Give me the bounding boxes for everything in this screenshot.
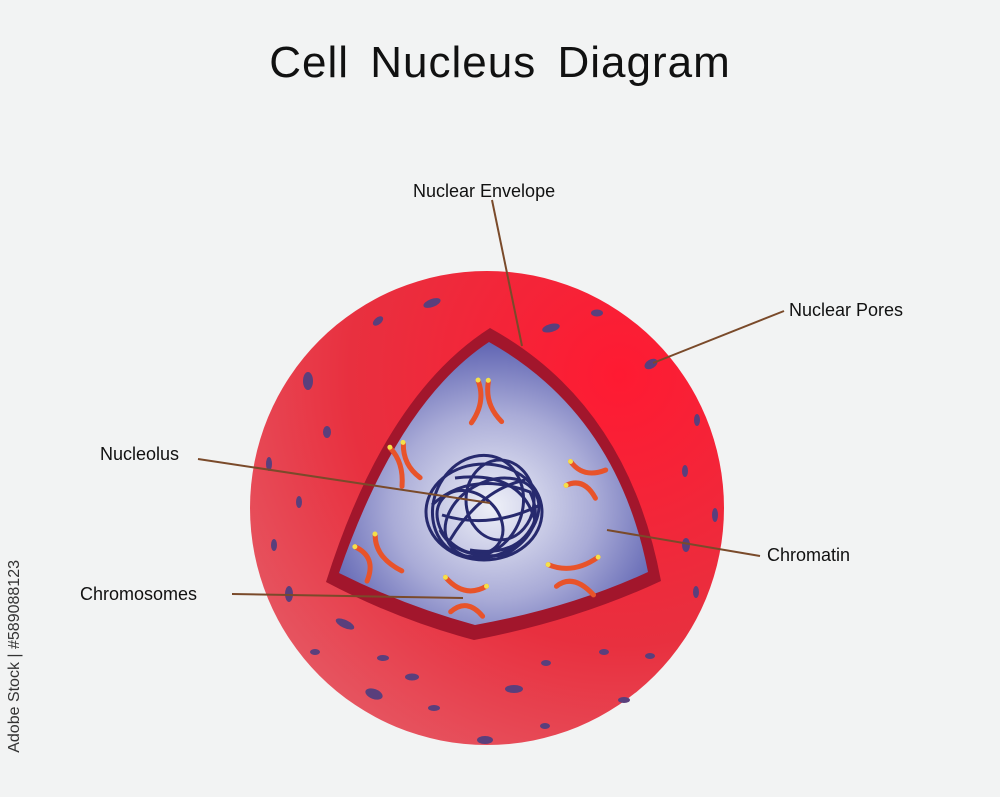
pore [372,316,384,326]
pore [377,655,389,661]
pore [266,457,272,471]
pore [693,586,699,598]
pore [405,673,419,681]
pore [694,414,700,426]
pore [335,618,355,630]
pore [599,649,609,655]
label-nuclear-pores: Nuclear Pores [789,300,904,320]
stock-id-watermark: Adobe Stock | #589088123 [6,560,23,753]
label-nuclear-envelope: Nuclear Envelope [413,181,556,201]
pore [645,653,655,659]
leader-nuclear-pores [652,310,785,364]
pore [423,298,441,308]
diagram-title: Cell Nucleus Diagram [269,38,731,87]
pore [323,426,331,438]
leader-chromatin [606,529,761,557]
nuclear-pores [266,298,718,744]
chromosome [352,531,405,584]
pore [542,323,560,333]
pore [591,309,603,317]
pore [541,660,551,666]
pore [477,736,493,744]
pore [540,723,550,729]
pore [296,496,302,508]
chromosome [468,377,505,426]
leader-nuclear-envelope [491,199,523,347]
chromosome [563,458,609,501]
label-nucleolus: Nucleolus [100,444,180,464]
label-chromatin: Chromatin [767,545,851,565]
pore [618,697,630,703]
pore [644,358,658,370]
chromosome [442,574,490,619]
chromosomes [352,377,609,619]
pore [682,538,690,552]
leader-nucleolus [197,458,491,504]
chromosome [545,554,601,598]
chromosome [387,439,423,489]
pore [303,372,313,390]
pore [712,508,718,522]
leader-lines [197,199,785,599]
pore [505,685,523,693]
pore [310,649,320,655]
pore [271,539,277,551]
leader-chromosomes [231,593,464,599]
pore [365,688,383,700]
pore [682,465,688,477]
pore [428,705,440,711]
label-chromosomes: Chromosomes [80,584,198,604]
